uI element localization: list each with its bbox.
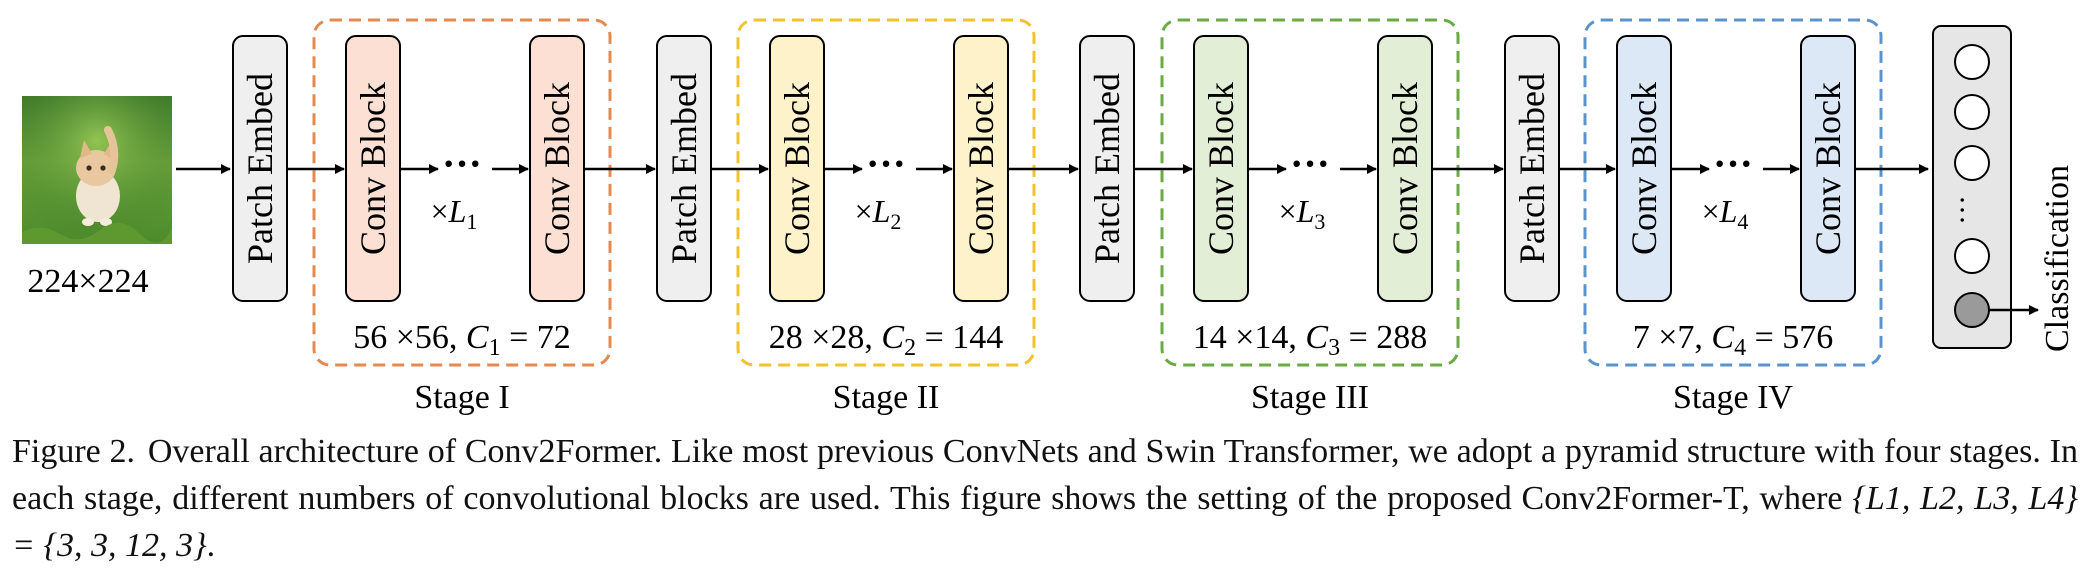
stage-resolution-2: 28 ×28, C2 = 144 [769,319,1004,361]
repeat-dots-3: ··· [1290,141,1330,186]
stage-resolution-4: 7 ×7, C4 = 576 [1633,319,1834,361]
conv-block-last-4-label: Conv Block [1808,82,1848,255]
conv-block-last-3-label: Conv Block [1385,82,1425,255]
kitten-illustration [76,126,120,226]
patch-embed-2-label: Patch Embed [664,73,704,264]
caption-math: {L1, L2, L3, L4} = {3, 3, 12, 3} [12,480,2078,564]
conv-block-last-1-label: Conv Block [537,82,577,255]
conv-block-last-2-label: Conv Block [961,82,1001,255]
stage-frame-4 [1583,18,1883,367]
input-image [22,96,172,244]
patch-embed-3: Patch Embed [1079,35,1135,302]
conv-block-first-1-label: Conv Block [353,82,393,255]
patch-embed-2: Patch Embed [656,35,712,302]
repeat-label-2: ×L2 [855,193,902,234]
patch-embed-4: Patch Embed [1504,35,1560,302]
conv-block-first-4: Conv Block [1616,35,1672,302]
figure-label: Figure 2. [12,433,136,470]
patch-embed-4-label: Patch Embed [1512,73,1552,264]
patch-embed-3-label: Patch Embed [1087,73,1127,264]
classification-label: Classification [2039,165,2076,352]
input-resolution-label: 224×224 [27,263,148,300]
patch-embed-1: Patch Embed [232,35,288,302]
stage-name-4: Stage IV [1673,379,1793,416]
conv-block-last-3: Conv Block [1377,35,1433,302]
conv-block-first-3-label: Conv Block [1201,82,1241,255]
output-nodes-ellipsis: ··· [1946,195,1979,225]
output-node [1954,238,1990,274]
conv-block-last-2: Conv Block [953,35,1009,302]
stage-frame-2 [736,18,1036,367]
figure-caption: Figure 2. Overall architecture of Conv2F… [12,428,2078,569]
stage-name-2: Stage II [833,379,940,416]
caption-end: . [206,527,216,564]
stage-name-3: Stage III [1251,379,1369,416]
architecture-diagram: 224×224 Patch Embed Conv Block Conv Block ·… [22,18,2076,416]
output-node [1954,145,1990,181]
stage-frame-1 [312,18,612,367]
repeat-dots-2: ··· [866,141,906,186]
output-node [1954,44,1990,80]
patch-embed-1-label: Patch Embed [240,73,280,264]
stage-name-1: Stage I [414,379,509,416]
stage-resolution-1: 56 ×56, C1 = 72 [353,319,571,361]
output-node [1954,94,1990,130]
repeat-label-1: ×L1 [431,193,478,234]
repeat-dots-1: ··· [442,141,482,186]
conv-block-last-4: Conv Block [1800,35,1856,302]
repeat-label-4: ×L4 [1702,193,1749,234]
stage-resolution-3: 14 ×14, C3 = 288 [1193,319,1428,361]
conv-block-last-1: Conv Block [529,35,585,302]
classification-head: ··· Classification [1932,25,2076,352]
caption-text: Overall architecture of Conv2Former. Lik… [12,433,2078,517]
conv-block-first-2-label: Conv Block [777,82,817,255]
diagram-content: Patch Embed Conv Block Conv Block ··· ×L1 56 … [176,18,1929,416]
conv-block-first-4-label: Conv Block [1624,82,1664,255]
conv-block-first-2: Conv Block [769,35,825,302]
repeat-dots-4: ··· [1713,141,1753,186]
repeat-label-3: ×L3 [1279,193,1326,234]
output-node-selected [1954,292,1990,328]
stage-frame-3 [1160,18,1460,367]
conv-block-first-3: Conv Block [1193,35,1249,302]
conv-block-first-1: Conv Block [345,35,401,302]
